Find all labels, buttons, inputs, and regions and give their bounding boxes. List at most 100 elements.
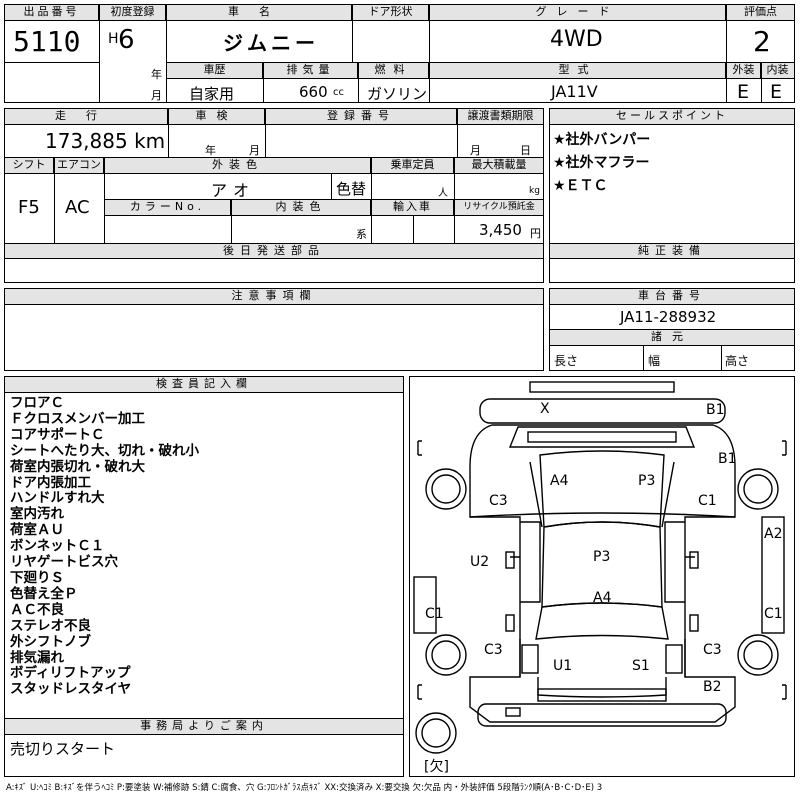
sales-point-3: ★ＥＴＣ (553, 178, 608, 194)
shift-label: シフト (5, 158, 54, 174)
exterior-grade: E (737, 81, 750, 103)
mileage-value: 173,885 km (45, 129, 166, 153)
sales-point-label: セールスポイント (550, 109, 794, 125)
caution-panel: 注意事項欄 (4, 288, 544, 371)
mark-c1-right: C1 (764, 606, 783, 622)
note-line: フロアＣ (10, 395, 64, 411)
specifications-label: 諸元 (550, 330, 794, 346)
damage-diagram-panel: X B1 B1 A4 P3 C3 C1 A2 U2 P3 A4 C1 C1 C3… (409, 376, 795, 777)
interior-grade: E (770, 81, 783, 103)
car-body-diagram: X B1 B1 A4 P3 C3 C1 A2 U2 P3 A4 C1 C1 C3… (413, 381, 787, 775)
history-label: 車歴 (167, 63, 263, 79)
note-line: Ｆクロスメンバー加工 (10, 410, 145, 427)
note-line: 室内汚れ (10, 506, 64, 523)
mark-front-x: X (540, 401, 550, 417)
grade-value: 4WD (550, 27, 603, 52)
ac-label: エアコン (55, 158, 104, 174)
displacement-value: 660 (299, 83, 328, 101)
import-label: 輸入車 (372, 200, 454, 216)
transfer-deadline-label: 譲渡書類期限 (458, 109, 543, 125)
registration-number-label: 登録番号 (266, 109, 457, 125)
note-line: ステレオ不良 (10, 617, 91, 634)
sales-point-1: ★社外バンパー (553, 132, 651, 148)
mark-c3-left-bottom: C3 (484, 642, 503, 658)
mileage-label: 走行 (5, 109, 168, 125)
mark-spare-missing: [欠] (424, 759, 449, 775)
color-change: 色替 (336, 180, 367, 198)
mark-c3-left-top: C3 (489, 493, 508, 509)
first-registration-label: 初度登録 (100, 5, 166, 21)
mark-c1-right-top: C1 (698, 493, 717, 509)
capacity-label: 乗車定員 (372, 158, 454, 174)
mark-c3-right-bottom: C3 (703, 642, 722, 658)
later-parts-label: 後日発送部品 (5, 244, 543, 259)
interior-color-label: 内装色 (232, 200, 371, 216)
note-line: リヤゲートビス穴 (10, 554, 118, 571)
exterior-color-label: 外装色 (105, 158, 371, 174)
note-line: ハンドルすれ大 (10, 490, 105, 507)
inspector-notes-label: 検査員記入欄 (5, 377, 403, 393)
mark-a2-right: A2 (764, 526, 782, 542)
mark-b1-right: B1 (718, 451, 737, 467)
fuel-value: ガソリン (367, 85, 428, 103)
car-name: ジムニー (223, 31, 319, 55)
overall-score: 2 (753, 25, 771, 58)
caution-label: 注意事項欄 (5, 289, 543, 305)
note-line: 荷室内張切れ・破れ大 (10, 458, 145, 475)
grade-label: グレード (430, 5, 726, 21)
mark-p3-upper: P3 (638, 473, 655, 489)
chassis-number: JA11-288932 (620, 308, 717, 326)
car-name-label: 車名 (167, 5, 352, 21)
vehicle-detail-panel: 走行 173,885 km 車検 年 月 登録番号 譲渡書類期限 月 日 シフト… (4, 108, 544, 283)
score-label: 評価点 (727, 5, 794, 21)
office-notice-panel: 事務局よりご案内 売切りスタート (4, 718, 404, 777)
model-label: 型式 (430, 63, 726, 79)
note-line: 荷室ＡＵ (10, 522, 64, 539)
mark-a4-mid: A4 (593, 590, 612, 606)
mark-u1: U1 (553, 658, 572, 674)
lot-number: 5110 (13, 25, 81, 58)
model-code: JA11V (551, 82, 598, 101)
note-line: コアサポートＣ (10, 426, 105, 443)
history-value: 自家用 (189, 85, 235, 103)
note-line: 下廻りＳ (10, 569, 64, 586)
door-type-label: ドア形状 (353, 5, 429, 21)
interior-grade-label: 内装 (761, 63, 794, 79)
fuel-label: 燃料 (359, 63, 429, 79)
mark-p3-mid: P3 (593, 549, 610, 565)
genuine-equipment-label: 純正装備 (550, 244, 794, 259)
note-line: スタッドレスタイヤ (10, 681, 132, 698)
note-line: 外シフトノブ (10, 633, 91, 650)
note-line: ボンネットＣ１ (10, 538, 105, 555)
office-notice-label: 事務局よりご案内 (5, 719, 403, 735)
mark-b2: B2 (703, 679, 722, 695)
sales-point-2: ★社外マフラー (553, 155, 650, 171)
mark-c1-left: C1 (425, 606, 444, 622)
ac-value: AC (65, 197, 90, 218)
damage-legend: A:ｷｽﾞ U:ﾍｺﾐ B:ｷｽﾞを伴うﾍｺﾐ P:要塗装 W:補修跡 S:錆 … (6, 783, 603, 793)
sales-point-panel: セールスポイント ★社外バンパー ★社外マフラー ★ＥＴＣ 純正装備 (549, 108, 795, 283)
lot-number-label: 出品番号 (5, 5, 99, 21)
note-line: シートへたり大、切れ・破れ小 (10, 442, 199, 459)
inspector-notes-list: フロアＣ Ｆクロスメンバー加工 コアサポートＣ シートへたり大、切れ・破れ小 荷… (10, 395, 199, 698)
exterior-color: アオ (211, 181, 256, 200)
office-notice-text: 売切りスタート (10, 740, 116, 758)
vehicle-header-panel: 出品番号 5110 初度登録 H 6 年 月 車名 ジムニー ドア形状 グレード… (4, 4, 795, 103)
color-number-label: カラーNo. (105, 200, 231, 216)
mark-b1-top: B1 (706, 402, 725, 418)
exterior-grade-label: 外装 (727, 63, 761, 79)
note-line: 排気漏れ (10, 649, 64, 666)
inspector-notes-panel: 検査員記入欄 フロアＣ Ｆクロスメンバー加工 コアサポートＣ シートへたり大、切… (4, 376, 404, 719)
mark-s1: S1 (632, 658, 650, 674)
recycle-deposit-label: リサイクル預託金 (455, 200, 543, 216)
chassis-panel: 車台番号 JA11-288932 諸元 長さ 幅 高さ (549, 288, 795, 371)
chassis-number-label: 車台番号 (550, 289, 794, 305)
note-line: ドア内張加工 (10, 474, 91, 491)
mark-a4-upper: A4 (550, 473, 569, 489)
displacement-label: 排気量 (264, 63, 358, 79)
registration-year: 6 (118, 25, 135, 55)
max-load-label: 最大積載量 (455, 158, 543, 174)
inspection-label: 車検 (169, 109, 265, 125)
shift-value: F5 (18, 197, 40, 218)
note-line: 色替え全Ｐ (10, 585, 78, 602)
